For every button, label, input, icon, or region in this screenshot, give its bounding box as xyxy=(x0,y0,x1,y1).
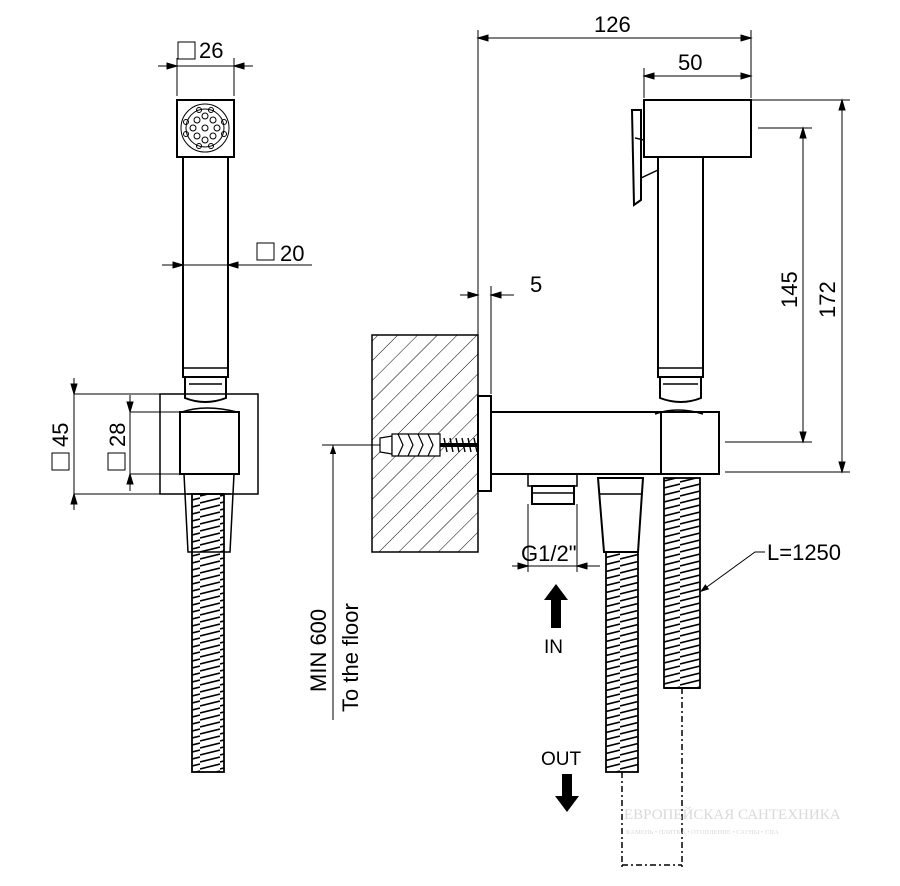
outlet-label: OUT xyxy=(541,749,582,770)
inlet-fitting xyxy=(527,473,578,487)
dim-overall-width: 126 xyxy=(594,12,631,37)
dim-mount-height-note: To the floor xyxy=(338,603,363,712)
front-view xyxy=(159,99,259,773)
wall-holder-body xyxy=(179,411,240,475)
dim-height-inner: 145 xyxy=(777,271,802,308)
dim-head-length: 50 xyxy=(678,50,702,75)
hose-nut-side xyxy=(659,376,702,403)
handle-front xyxy=(182,156,229,378)
watermark-title: ЕВРОПЕЙСКАЯ САНТЕХНИКА xyxy=(624,806,841,823)
shower-hose xyxy=(663,477,701,689)
dim-handle-square: 20 xyxy=(280,241,304,266)
side-view-dimensions xyxy=(322,30,850,720)
outlet-hose xyxy=(605,551,639,773)
dim-height-outer: 172 xyxy=(815,281,840,318)
handle-side xyxy=(657,156,704,378)
dim-thread: G1/2" xyxy=(521,541,577,566)
wall-flange xyxy=(477,395,492,492)
holder-cap xyxy=(660,411,720,475)
spray-nozzles xyxy=(180,103,230,153)
hose-front xyxy=(191,493,225,773)
wall-anchor-screw xyxy=(379,433,480,457)
shower-head-side xyxy=(643,99,752,158)
front-view-dimensions xyxy=(51,41,312,510)
dim-mount-height: MIN 600 xyxy=(306,609,331,692)
inlet-label: IN xyxy=(544,637,563,658)
hose-cone-front xyxy=(183,473,235,553)
dim-wall-gap: 5 xyxy=(530,272,542,297)
trigger-lever xyxy=(630,109,642,207)
hose-nut-front xyxy=(184,376,227,403)
dim-head-square: 26 xyxy=(199,38,223,63)
dim-hose-length: L=1250 xyxy=(767,540,841,565)
dim-holder-inner: 28 xyxy=(105,423,130,447)
valve-body xyxy=(490,411,662,475)
inlet-arrow xyxy=(544,584,568,628)
watermark-subtitle: КАМЕНЬ • ПЛИТКА • ОТОПЛЕНИЕ • САУНЫ • СП… xyxy=(626,829,779,836)
side-view xyxy=(379,99,752,870)
outlet-hose-cone xyxy=(596,477,645,553)
wall-holder-plate xyxy=(159,393,259,495)
dim-holder-outer: 45 xyxy=(48,423,73,447)
outlet-arrow xyxy=(555,774,579,812)
